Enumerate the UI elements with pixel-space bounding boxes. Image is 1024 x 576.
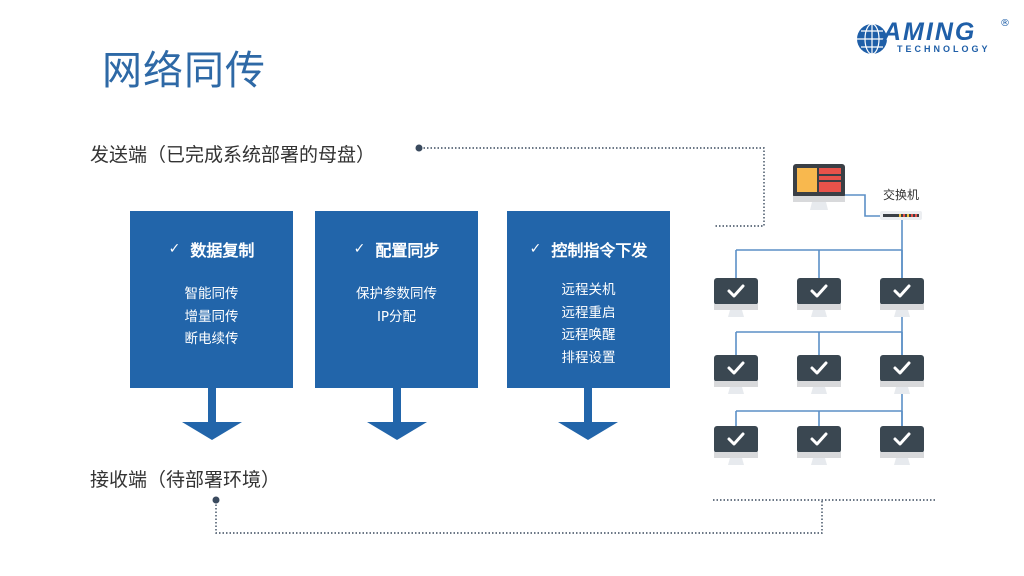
card-item: 排程设置 — [561, 349, 616, 366]
card-title: 配置同步 — [375, 241, 440, 260]
check-icon — [727, 361, 745, 375]
client-monitor-icon — [714, 278, 758, 317]
card-data-copy: ✓ 数据复制 智能同传 增量同传 断电续传 — [130, 211, 293, 388]
card-title: 数据复制 — [190, 241, 255, 260]
logo-registered: ® — [1000, 18, 1010, 29]
logo-subtitle: TECHNOLOGY — [897, 44, 991, 54]
card-item: 保护参数同传 — [356, 286, 437, 302]
check-icon — [810, 432, 828, 446]
sender-label: 发送端（已完成系统部署的母盘） — [90, 144, 376, 166]
sender-connector — [420, 147, 765, 227]
check-icon — [893, 284, 911, 298]
down-arrow-icon — [558, 388, 618, 440]
client-monitor-icon — [797, 426, 841, 465]
down-arrow-icon — [367, 388, 427, 440]
card-item: 增量同传 — [184, 308, 239, 325]
check-icon — [727, 284, 745, 298]
card-item: 智能同传 — [184, 286, 239, 302]
client-monitor-icon — [880, 278, 924, 317]
card-item: 断电续传 — [184, 331, 239, 347]
client-monitor-icon — [714, 426, 758, 465]
client-monitor-icon — [797, 355, 841, 394]
card-item: 远程重启 — [561, 304, 616, 321]
check-icon — [810, 284, 828, 298]
client-monitor-icon — [880, 426, 924, 465]
card-title: 控制指令下发 — [551, 241, 648, 260]
client-monitor-icon — [880, 355, 924, 394]
check-icon: ✓ — [529, 241, 542, 257]
check-icon — [893, 361, 911, 375]
switch-icon — [880, 211, 922, 220]
card-config-sync: ✓ 配置同步 保护参数同传 IP分配 — [315, 211, 478, 388]
sender-dot — [415, 144, 423, 152]
logo-brand: AMING — [883, 18, 977, 46]
client-monitor-icon — [797, 278, 841, 317]
page-title: 网络同传 — [102, 48, 266, 94]
card-item: IP分配 — [376, 308, 417, 325]
check-icon — [727, 432, 745, 446]
card-item: 远程唤醒 — [561, 327, 616, 343]
check-icon — [810, 361, 828, 375]
switch-label: 交换机 — [883, 188, 920, 202]
check-icon: ✓ — [353, 241, 366, 257]
receiver-label: 接收端（待部署环境） — [90, 469, 281, 491]
card-control-commands: ✓ 控制指令下发 远程关机 远程重启 远程唤醒 排程设置 — [507, 211, 670, 388]
client-grid — [714, 220, 924, 465]
check-icon: ✓ — [168, 241, 181, 257]
down-arrow-icon — [182, 388, 242, 440]
receiver-connector — [215, 499, 937, 534]
company-logo: AMING ® TECHNOLOGY — [855, 18, 1015, 62]
check-icon — [893, 432, 911, 446]
client-monitor-icon — [714, 355, 758, 394]
receiver-dot — [212, 496, 220, 504]
card-item: 远程关机 — [561, 282, 616, 298]
globe-icon — [857, 23, 887, 55]
server-monitor-icon — [793, 164, 845, 210]
